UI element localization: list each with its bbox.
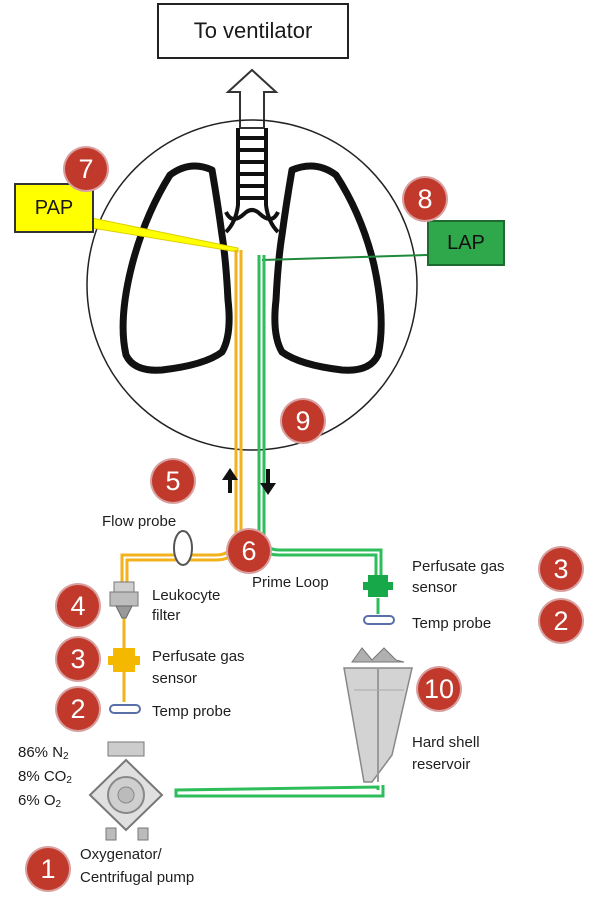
leukocyte-filter-icon xyxy=(109,581,139,619)
gas-mix-co2: 8% CO2 xyxy=(18,768,72,786)
oxygenator-label-line2: Centrifugal pump xyxy=(80,869,195,886)
badge-temp-probe-left: 2 xyxy=(57,688,99,730)
oxygenator-label-line1: Oxygenator/ xyxy=(80,846,162,863)
badge-reservoir: 10 xyxy=(418,668,460,710)
badge-gas-sensor-left: 3 xyxy=(57,638,99,680)
pap-box: PAP xyxy=(14,183,94,233)
prime-loop-label: Prime Loop xyxy=(252,574,329,591)
reservoir-icon xyxy=(343,647,413,783)
ventilator-arrow-icon xyxy=(225,68,279,129)
badge-flow-direction: 5 xyxy=(152,460,194,502)
badge-leukocyte-filter: 4 xyxy=(57,585,99,627)
reservoir-label-line2: reservoir xyxy=(412,756,471,773)
reservoir-label-line1: Hard shell xyxy=(412,734,480,751)
temp-probe-right-icon xyxy=(363,615,395,625)
badge-lung-chamber: 9 xyxy=(282,400,324,442)
gas-mix-n2: 86% N2 xyxy=(18,744,69,762)
leukocyte-label-line1: Leukocyte xyxy=(152,587,221,604)
temp-probe-left-label: Temp probe xyxy=(152,703,232,720)
lap-connector xyxy=(261,254,428,261)
badge-prime-loop: 6 xyxy=(228,530,270,572)
flow-up-arrow-icon xyxy=(222,468,238,493)
flow-probe-icon xyxy=(173,530,193,566)
badge-pap: 7 xyxy=(65,148,107,190)
leukocyte-label-line2: filter xyxy=(152,607,181,624)
ventilator-box: To ventilator xyxy=(157,3,349,59)
temp-probe-left-icon xyxy=(109,704,141,714)
badge-gas-sensor-right: 3 xyxy=(540,548,582,590)
gas-sensor-right-icon xyxy=(363,575,393,597)
badge-oxygenator: 1 xyxy=(27,848,69,890)
lung-chamber-circle xyxy=(86,119,418,451)
pap-connector xyxy=(91,217,239,253)
gas-mix-o2: 6% O2 xyxy=(18,792,62,810)
trachea-icon xyxy=(224,128,280,234)
flow-down-arrow-icon xyxy=(260,469,276,495)
badge-temp-probe-right: 2 xyxy=(540,600,582,642)
right-lung-icon xyxy=(271,162,385,374)
oxygenator-icon xyxy=(88,741,164,841)
left-lung-icon xyxy=(119,162,233,374)
temp-probe-right-label: Temp probe xyxy=(412,615,492,632)
gas-sensor-left-label-line2: sensor xyxy=(152,670,198,687)
gas-sensor-left-icon xyxy=(108,648,140,672)
badge-lap: 8 xyxy=(404,178,446,220)
lap-box: LAP xyxy=(427,220,505,266)
flow-probe-label: Flow probe xyxy=(102,513,177,530)
gas-sensor-left-label-line1: Perfusate gas xyxy=(152,648,245,665)
gas-sensor-right-label-line2: sensor xyxy=(412,579,458,596)
gas-sensor-right-label-line1: Perfusate gas xyxy=(412,558,505,575)
